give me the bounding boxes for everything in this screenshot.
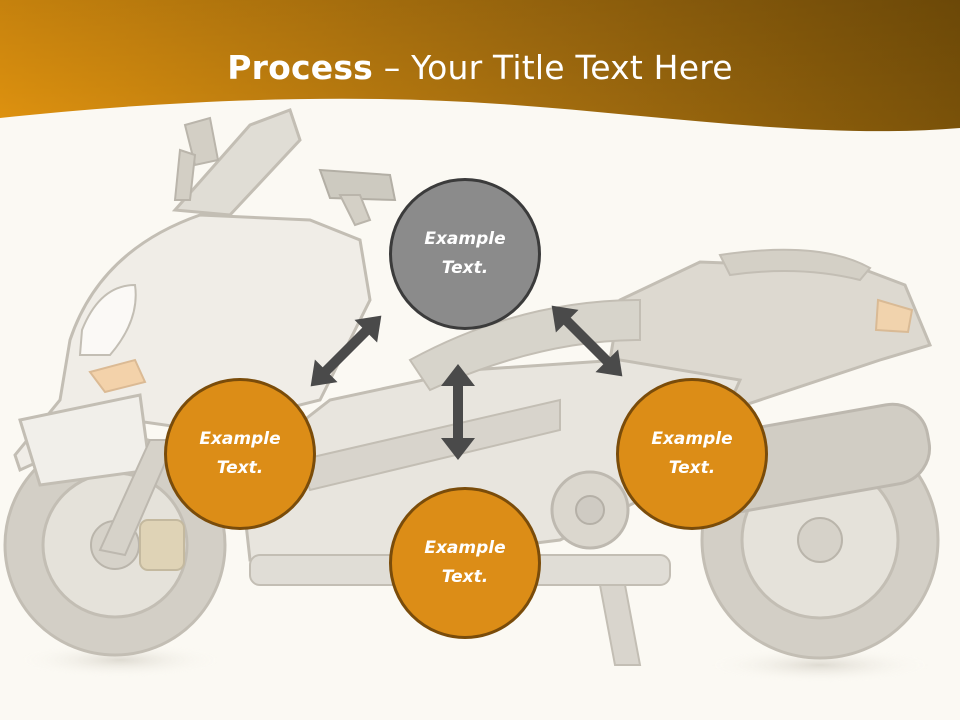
double-arrow-icon bbox=[441, 364, 475, 460]
node-label: Example Text. bbox=[651, 429, 733, 478]
node-label: Example Text. bbox=[424, 229, 506, 278]
process-node-left[interactable]: Example Text. bbox=[164, 378, 316, 530]
scooter-illustration bbox=[3, 108, 940, 683]
process-node-bottom[interactable]: Example Text. bbox=[389, 487, 541, 639]
node-label: Example Text. bbox=[199, 429, 281, 478]
title-bold: Process bbox=[227, 48, 374, 87]
node-label: Example Text. bbox=[424, 538, 506, 587]
double-arrow-icon bbox=[551, 305, 623, 377]
title-rest: – Your Title Text Here bbox=[373, 48, 733, 87]
process-arrows bbox=[310, 305, 623, 460]
slide-title: Process – Your Title Text Here bbox=[0, 48, 960, 87]
process-node-right[interactable]: Example Text. bbox=[616, 378, 768, 530]
process-node-top[interactable]: Example Text. bbox=[389, 178, 541, 330]
header-band bbox=[0, 0, 960, 132]
double-arrow-icon bbox=[310, 315, 382, 387]
